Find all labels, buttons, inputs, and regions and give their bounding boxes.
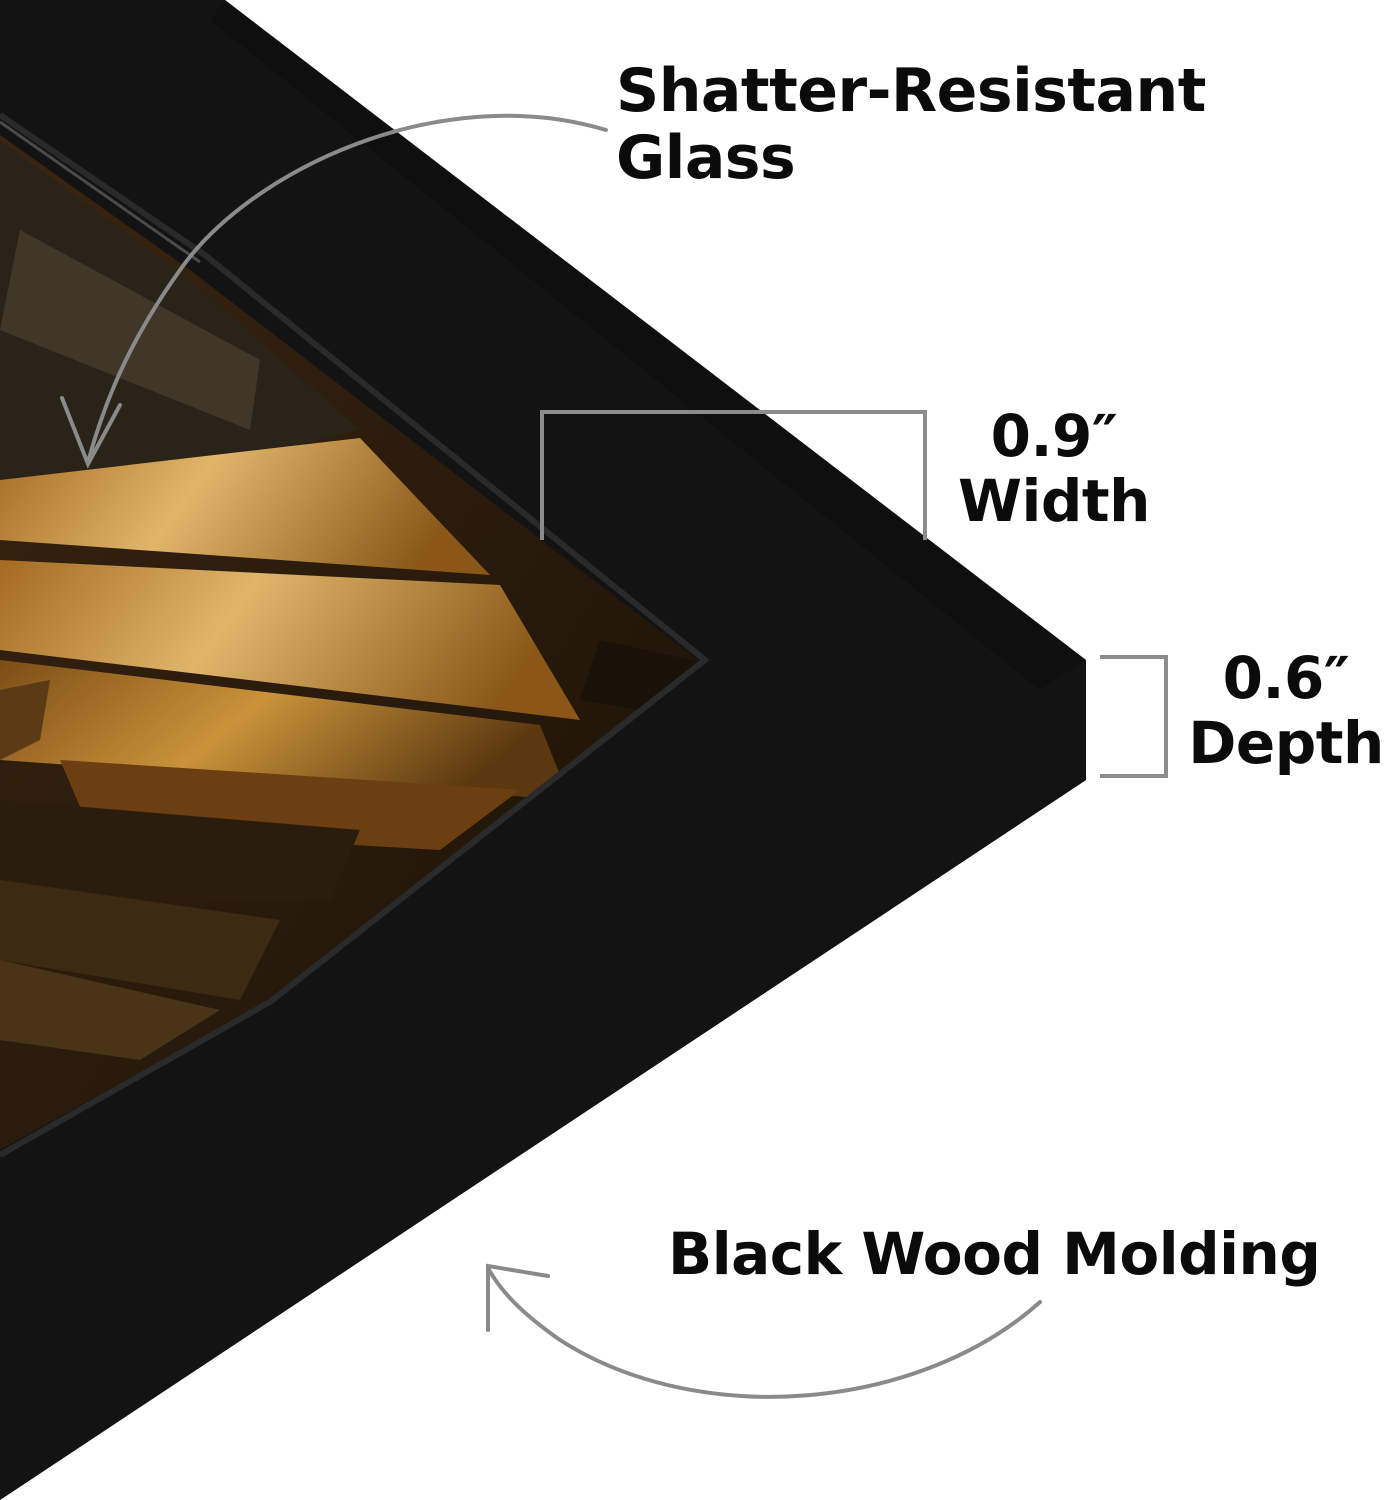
width-value: 0.9″ (990, 402, 1118, 470)
molding-arrow-icon (486, 1263, 1042, 1399)
glass-label-line2: Glass (616, 123, 796, 194)
width-bracket-icon (540, 410, 927, 540)
shatter-resistant-glass-label: Shatter-Resistant Glass (616, 56, 1206, 194)
depth-value: 0.6″ (1222, 644, 1350, 712)
width-name: Width (958, 466, 1150, 535)
molding-label-text: Black Wood Molding (668, 1220, 1321, 1288)
depth-bracket-icon (1100, 655, 1168, 778)
depth-name: Depth (1188, 708, 1384, 777)
black-wood-molding-label: Black Wood Molding (668, 1220, 1321, 1288)
width-label: 0.9″ Width (952, 404, 1156, 534)
depth-label: 0.6″ Depth (1188, 646, 1384, 776)
glass-label-line1: Shatter-Resistant (616, 56, 1206, 126)
frame-inner-edge (0, 112, 710, 1158)
glass-arrow-icon (60, 113, 608, 469)
